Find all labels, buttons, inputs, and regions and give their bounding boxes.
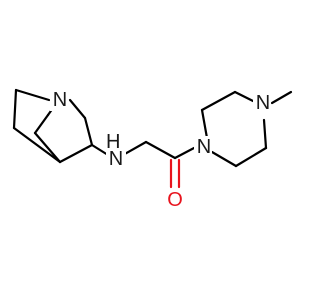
bond-c3-c4 (12, 126, 62, 164)
bond-c6-nh (90, 143, 110, 157)
bond-c-lower-c-right (234, 146, 268, 168)
bond-nh-ch2 (121, 140, 148, 157)
atom-n-piperazine-amide-label: N (197, 136, 211, 158)
bond-n4-c-upper-left (200, 108, 209, 140)
bond-c6-c4 (58, 143, 94, 164)
bond-n1-methyl (270, 90, 293, 105)
bond-c-top-n1 (233, 90, 255, 103)
atom-n-piperazine-amide: N (194, 136, 212, 158)
quinuclidine-bonds (12, 88, 94, 164)
atom-n-bridgehead-label: N (53, 89, 67, 111)
atom-o-carbonyl-label: O (167, 189, 183, 211)
bond-c-upper-left-c-top (200, 90, 237, 112)
bond-c7-c8 (33, 113, 50, 135)
bond-c5-c6 (83, 116, 94, 147)
piperazine-bonds (200, 90, 293, 168)
atom-o-carbonyl: O (164, 189, 186, 211)
bond-c8-c4 (33, 131, 62, 164)
atom-n-piperazine-methyl: N (253, 92, 271, 114)
atom-n-piperazine-methyl-label: N (256, 92, 270, 114)
bond-n1-c2 (14, 88, 51, 102)
bond-c-right-n1 (262, 118, 268, 150)
bond-ch2-co (144, 140, 177, 160)
molecule-structure: N H N O N N (12, 88, 293, 211)
bond-n1-c5 (68, 98, 87, 120)
atom-n-bridgehead: N (50, 89, 68, 111)
atom-nh-amine-label: H N (106, 131, 126, 170)
chain-bonds (90, 140, 196, 189)
atom-labels: N H N O N N (50, 89, 271, 211)
bond-co-n-amide (173, 146, 196, 160)
atom-nh-amine: H N (106, 131, 126, 170)
bond-c2-c3 (12, 88, 18, 130)
bond-n4-c-lower (210, 150, 238, 168)
